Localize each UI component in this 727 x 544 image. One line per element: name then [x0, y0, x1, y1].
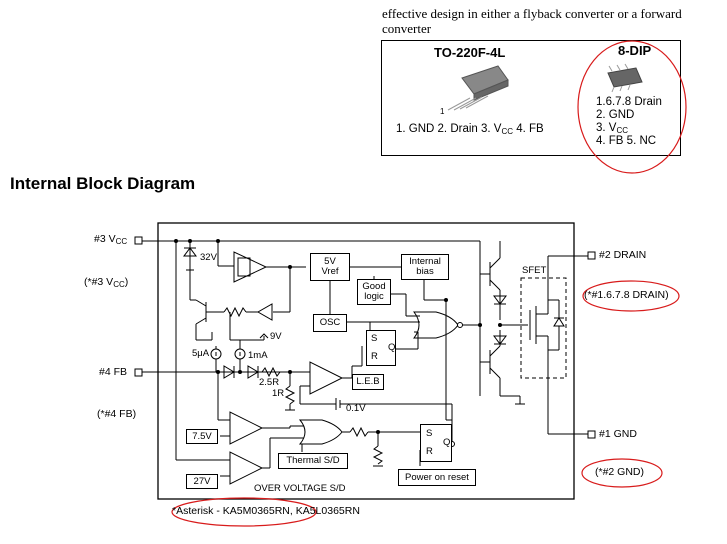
- fb-pin: [134, 368, 143, 377]
- intro-line-2: converter: [382, 21, 432, 36]
- ref-7-5v-block: 7.5V: [186, 429, 218, 444]
- offset-0-1v-label: 0.1V: [346, 403, 366, 414]
- gnd-pin-label: #1 GND: [599, 428, 637, 440]
- to220-title: TO-220F-4L: [434, 45, 506, 60]
- sfet-label: SFET: [522, 265, 547, 276]
- package-table: TO-220F-4L 8-DIP 1 1. GND 2. Drain 3. VC…: [381, 40, 681, 156]
- vcc-pin-note: (*#3 VCC): [84, 276, 129, 289]
- gnd-pin: [587, 430, 596, 439]
- latch-1-block: S R Q: [366, 330, 396, 366]
- ic-outline: [157, 222, 575, 500]
- drain-pin-note: (*#1.6.7.8 DRAIN): [584, 289, 669, 301]
- gnd-pin-note: (*#2 GND): [595, 466, 645, 478]
- vcc-pin: [134, 236, 143, 245]
- fb-pin-label: #4 FB: [99, 366, 128, 378]
- osc-block: OSC: [313, 314, 347, 332]
- resistor-2-5r-label: 2.5R: [259, 377, 280, 388]
- nine-volt-label: 9V: [270, 331, 282, 342]
- latch-2-block: S R Q: [420, 424, 452, 462]
- dip8-pin-line-3: 3. VCC: [596, 122, 629, 135]
- latch-1-q: Q: [388, 342, 396, 353]
- leb-block: L.E.B: [352, 374, 384, 390]
- current-5ua-label: 5μA: [192, 348, 210, 359]
- zener-label: 32V: [200, 252, 217, 263]
- dip8-pin-line-2: 2. GND: [596, 109, 635, 121]
- latch-2-r: R: [426, 446, 433, 457]
- dip8-title: 8-DIP: [618, 43, 652, 58]
- dip8-pin-line-4: 4. FB 5. NC: [596, 135, 657, 147]
- to220-pin1-marker: 1: [440, 107, 445, 116]
- thermal-sd-block: Thermal S/D: [278, 453, 348, 469]
- current-1ma-label: 1mA: [248, 350, 268, 361]
- dip8-package-icon: [607, 63, 643, 93]
- ref-27v-block: 27V: [186, 474, 218, 489]
- latch-1-r: R: [371, 351, 378, 362]
- section-heading: Internal Block Diagram: [10, 174, 196, 193]
- latch-2-s: S: [426, 428, 433, 439]
- over-voltage-label: OVER VOLTAGE S/D: [254, 483, 346, 494]
- latch-1-s: S: [371, 333, 378, 344]
- resistor-1r-label: 1R: [272, 388, 285, 399]
- to220-pinout: 1. GND 2. Drain 3. VCC 4. FB: [396, 123, 544, 136]
- dip8-pin-line-1: 1.6.7.8 Drain: [596, 96, 662, 108]
- power-on-reset-block: Power on reset: [398, 469, 476, 486]
- drain-pin-label: #2 DRAIN: [599, 249, 647, 261]
- highlight-ellipses: [171, 40, 687, 527]
- asterisk-note: *Asterisk - KA5M0365RN, KA5L0365RN: [172, 505, 360, 517]
- latch-2-q: Q: [443, 437, 451, 448]
- drain-pin: [587, 251, 596, 260]
- fb-pin-note: (*#4 FB): [97, 408, 137, 420]
- intro-line-1: effective design in either a flyback con…: [382, 6, 682, 21]
- to220-package-icon: [447, 65, 509, 111]
- vcc-pin-label: #3 VCC: [94, 233, 128, 246]
